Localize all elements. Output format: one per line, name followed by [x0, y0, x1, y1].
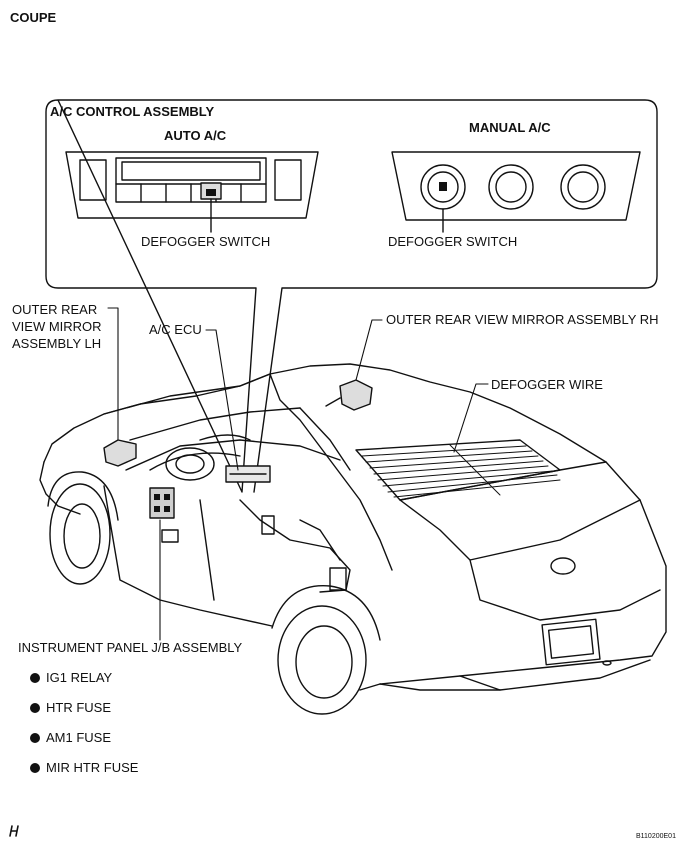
panel-title: A/C CONTROL ASSEMBLY	[50, 104, 215, 119]
coupe-car-illustration	[39, 363, 667, 715]
jb-assembly-unit	[149, 487, 175, 519]
ac-ecu-label: A/C ECU	[149, 322, 202, 337]
manual-ac-label: MANUAL A/C	[469, 120, 551, 135]
defogger-switch-auto-label: DEFOGGER SWITCH	[141, 234, 271, 249]
bullet-icon	[30, 733, 40, 743]
mirror-rh-label: OUTER REAR VIEW MIRROR ASSEMBLY RH	[386, 312, 659, 327]
jb-item-label: IG1 RELAY	[46, 670, 113, 685]
auto-ac-control-head	[65, 151, 319, 233]
jb-item: IG1 RELAY	[30, 670, 112, 686]
jb-item-label: HTR FUSE	[46, 700, 111, 715]
bullet-icon	[30, 763, 40, 773]
jb-item-label: MIR HTR FUSE	[46, 760, 139, 775]
mirror-rh	[339, 379, 373, 411]
defogger-wire-label: DEFOGGER WIRE	[491, 377, 603, 392]
rear-window	[355, 439, 561, 501]
jb-item: AM1 FUSE	[30, 730, 111, 746]
mirror-lh-label: OUTER REAR VIEW MIRROR ASSEMBLY LH	[12, 301, 102, 352]
bullet-icon	[30, 673, 40, 683]
footer-mark-glyph	[9, 825, 19, 837]
jb-assembly-label: INSTRUMENT PANEL J/B ASSEMBLY	[18, 640, 243, 655]
panel-frame	[45, 99, 658, 493]
mirror-lh-label-line3: ASSEMBLY LH	[12, 336, 102, 351]
license-plate	[541, 618, 601, 666]
figure-code: B110200E01	[636, 833, 676, 840]
jb-item: MIR HTR FUSE	[30, 760, 138, 776]
leader-lines	[107, 307, 489, 641]
defogger-switch-manual-label: DEFOGGER SWITCH	[388, 234, 518, 249]
bullet-icon	[30, 703, 40, 713]
mirror-lh-label-line1: OUTER REAR	[12, 302, 98, 317]
defogger-wire-grid	[361, 444, 561, 498]
manual-ac-control-head	[391, 151, 641, 233]
jb-item-label: AM1 FUSE	[46, 730, 112, 745]
auto-ac-label: AUTO A/C	[164, 128, 227, 143]
mirror-lh	[103, 439, 137, 467]
jb-item: HTR FUSE	[30, 700, 111, 716]
mirror-lh-label-line2: VIEW MIRROR	[12, 319, 102, 334]
page-title: COUPE	[10, 10, 57, 25]
